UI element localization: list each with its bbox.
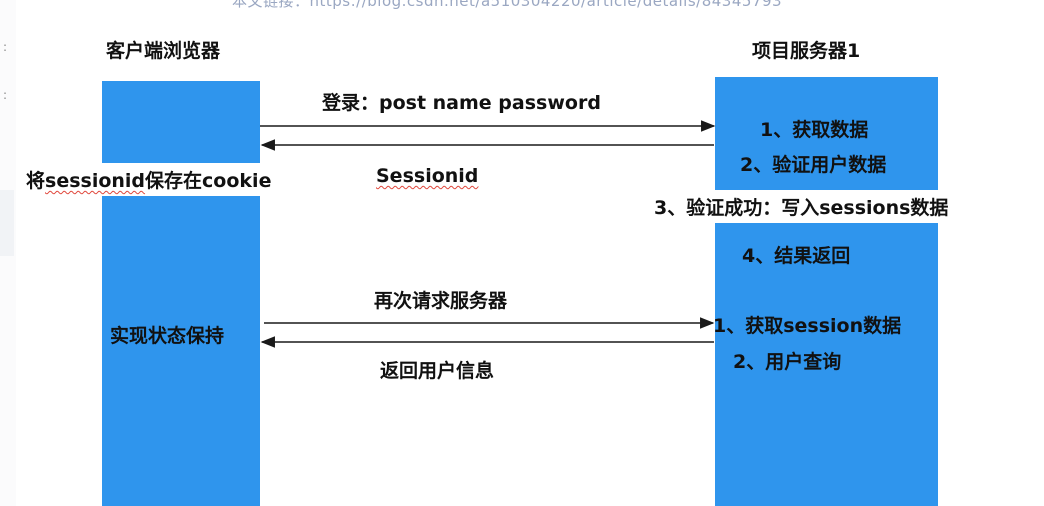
server-step: 1、获取数据 [760, 119, 869, 141]
save-cookie-prefix: 将 [26, 170, 46, 192]
gutter-panel [0, 190, 14, 256]
client-title: 客户端浏览器 [106, 40, 221, 62]
server-title: 项目服务器1 [752, 40, 861, 62]
server-step: 2、验证用户数据 [740, 154, 887, 176]
server-lifeline [715, 77, 938, 506]
gutter-mark: : [3, 40, 8, 54]
save-cookie-suffix: 保存在cookie [145, 170, 272, 192]
client-lifeline [102, 81, 260, 506]
keep-state-note: 实现状态保持 [110, 325, 225, 347]
server-step: 2、用户查询 [733, 351, 842, 373]
save-cookie-sessionid: sessionid [45, 170, 146, 192]
server-step: 3、验证成功：写入sessions数据 [650, 190, 953, 223]
login-message: 登录：post name password [322, 92, 601, 114]
server-step: 4、结果返回 [742, 245, 851, 267]
return-user-info-message: 返回用户信息 [380, 360, 495, 382]
sessionid-message: Sessionid [376, 165, 479, 187]
gutter-mark: : [3, 88, 8, 102]
request-again-message: 再次请求服务器 [374, 290, 508, 312]
save-cookie-note: 将sessionid保存在cookie [24, 163, 274, 196]
server-step: 1、获取session数据 [713, 315, 902, 337]
article-link-fragment[interactable]: 本文链接：https://blog.csdn.net/a510304220/ar… [232, 0, 783, 10]
